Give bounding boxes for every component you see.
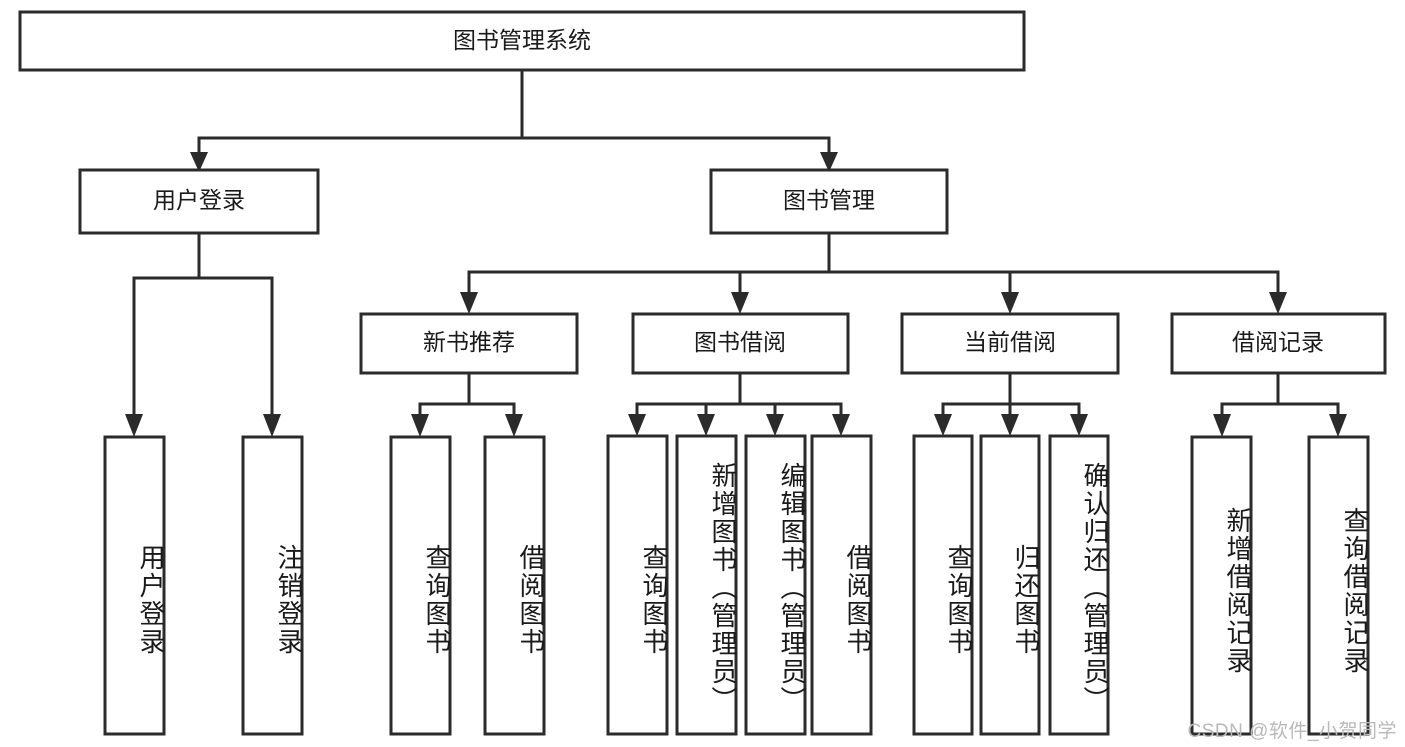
node-box-new-book-recommend[interactable] — [359, 312, 579, 375]
arrowhead-nb-borrow-book — [505, 414, 523, 437]
node-box-leaf-user-login[interactable] — [103, 435, 166, 736]
node-box-leaf-cb-return-book[interactable] — [979, 434, 1041, 736]
arrowhead-br-query-record — [1329, 414, 1347, 437]
arrowhead-leaf-user-login — [125, 414, 143, 437]
arrowhead-br-add-record — [1213, 414, 1231, 437]
connector-group-borrowrecord-to-leaves — [1213, 371, 1347, 437]
arrowhead-cb-return-book — [1001, 414, 1019, 436]
node-box-user-login[interactable] — [78, 168, 320, 235]
node-box-book-manage[interactable] — [709, 168, 949, 235]
connector-group-currentborrow-to-leaves — [934, 371, 1088, 436]
node-box-leaf-nb-query-book[interactable] — [389, 435, 452, 736]
node-box-leaf-bb-add-book[interactable] — [675, 434, 738, 736]
node-label-root: 图书管理系统 — [453, 27, 591, 53]
node-box-leaf-cb-query-book[interactable] — [912, 434, 974, 736]
arrowhead-bb-edit-book — [766, 414, 784, 436]
node-box-leaf-nb-borrow-book[interactable] — [483, 435, 546, 736]
arrowhead-newbook — [460, 292, 478, 314]
node-box-leaf-bb-borrow-book[interactable] — [810, 434, 873, 736]
arrowhead-bookborrow — [731, 292, 749, 314]
node-box-current-borrow[interactable] — [900, 312, 1120, 375]
arrowhead-currentborrow — [1001, 292, 1019, 314]
node-box-root[interactable] — [18, 10, 1026, 72]
arrowhead-bb-query-book — [628, 414, 646, 436]
csdn-watermark: CSDN @软件_小贺同学 — [1187, 721, 1397, 742]
node-box-leaf-bb-query-book[interactable] — [606, 434, 669, 736]
arrowhead-borrowrecord — [1269, 292, 1287, 314]
node-box-leaf-cb-confirm-return[interactable] — [1048, 434, 1110, 736]
node-box-book-borrow[interactable] — [631, 312, 850, 375]
connector-group-newbook-to-leaves — [411, 371, 523, 437]
arrowhead-book-manage — [820, 152, 838, 172]
arrowhead-user-login — [190, 152, 208, 172]
node-box-leaf-logout[interactable] — [241, 435, 304, 736]
node-label-book-borrow: 图书借阅 — [694, 329, 786, 355]
node-box-leaf-br-query-record[interactable] — [1307, 435, 1370, 736]
node-label-book-manage: 图书管理 — [783, 187, 875, 213]
node-label-borrow-record: 借阅记录 — [1232, 329, 1324, 355]
connector-group-root-to-level2 — [190, 68, 838, 172]
connector-group-bookmanage-to-level3 — [460, 231, 1287, 314]
node-label-new-book-recommend: 新书推荐 — [423, 329, 515, 355]
arrowhead-nb-query-book — [411, 414, 429, 437]
arrowhead-bb-add-book — [697, 414, 715, 436]
node-label-user-login: 用户登录 — [153, 187, 245, 213]
connector-group-userlogin-to-leaves — [125, 231, 281, 437]
node-box-borrow-record[interactable] — [1170, 312, 1387, 375]
node-box-leaf-bb-edit-book[interactable] — [744, 434, 807, 736]
node-label-current-borrow: 当前借阅 — [964, 329, 1056, 355]
arrowhead-bb-borrow-book — [832, 414, 850, 436]
node-box-leaf-br-add-record[interactable] — [1190, 435, 1253, 736]
arrowhead-leaf-logout — [263, 414, 281, 437]
connector-group-bookborrow-to-leaves — [628, 371, 850, 436]
arrowhead-cb-query-book — [934, 414, 952, 436]
arrowhead-cb-confirm-return — [1070, 414, 1088, 436]
